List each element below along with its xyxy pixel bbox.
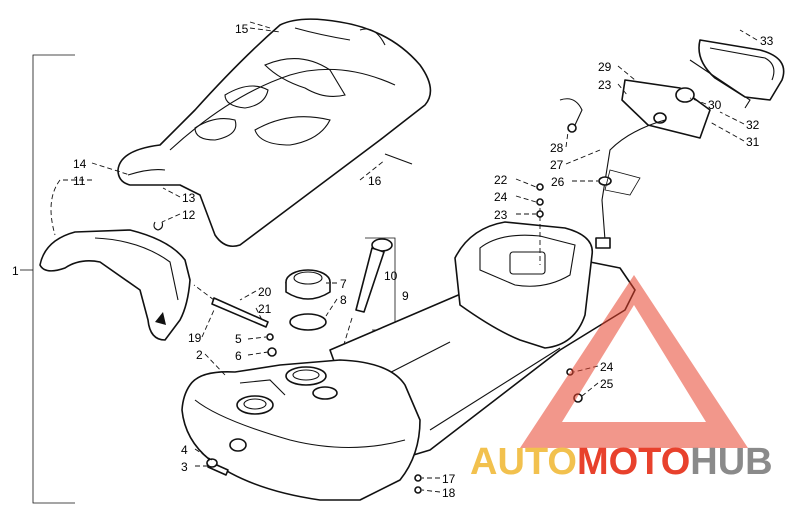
callout-32: 32	[746, 118, 760, 132]
backrest-part	[39, 229, 191, 341]
callout-25: 25	[600, 377, 614, 391]
callout-8: 8	[340, 293, 347, 307]
fuel-tank-part	[181, 359, 421, 501]
drain-plug-part	[206, 458, 229, 476]
callout-28: 28	[550, 141, 564, 155]
callout-4: 4	[181, 443, 188, 457]
callout-29: 29	[598, 60, 612, 74]
callout-15: 15	[235, 22, 249, 36]
callout-18: 18	[442, 486, 456, 500]
callout-23b: 23	[598, 78, 612, 92]
rivet-part-17	[414, 474, 422, 482]
callout-6: 6	[235, 349, 242, 363]
callout-3: 3	[181, 460, 188, 474]
callout-20: 20	[258, 285, 272, 299]
callout-31: 31	[746, 135, 760, 149]
callout-33: 33	[760, 34, 774, 48]
callout-2: 2	[196, 348, 203, 362]
vent-hose-part	[193, 284, 269, 328]
callout-12: 12	[182, 208, 196, 222]
callout-17: 17	[442, 472, 456, 486]
callout-11: 11	[73, 174, 86, 188]
callout-10: 10	[384, 269, 398, 283]
callout-7: 7	[340, 277, 347, 291]
clip-part-12	[153, 221, 164, 231]
washer-part-24	[536, 198, 544, 206]
callout-21: 21	[258, 302, 272, 316]
nut-part-23	[536, 210, 544, 218]
arrow-marker	[155, 312, 166, 325]
callout-labels: 1 2 3 4 5 6 7 8 9 10 11 12 13 14 15 16 1…	[12, 22, 774, 500]
callout-19: 19	[188, 331, 202, 345]
fuel-cap-part	[285, 269, 331, 300]
callout-1: 1	[12, 264, 19, 278]
callout-24b: 24	[600, 360, 614, 374]
callout-16: 16	[368, 174, 382, 188]
washer-part-18	[414, 486, 422, 494]
callout-23a: 23	[494, 208, 508, 222]
callout-5: 5	[235, 332, 242, 346]
storage-box-part	[454, 200, 594, 349]
seat-part	[117, 18, 432, 248]
automotohub-logo: AUTOMOTOHUB	[470, 275, 773, 483]
callout-22: 22	[494, 173, 508, 187]
strap-part-16	[384, 153, 413, 165]
callout-24a: 24	[494, 190, 508, 204]
callout-26: 26	[551, 175, 565, 189]
watermark-triangle-icon	[520, 275, 748, 448]
fastener-part-22	[536, 183, 544, 191]
callout-30: 30	[708, 98, 722, 112]
watermark-text: AUTOMOTOHUB	[470, 441, 773, 483]
callout-13: 13	[182, 191, 196, 205]
gasket-part	[289, 313, 327, 331]
group-bracket-1	[20, 54, 75, 504]
taillight-part	[559, 39, 785, 249]
callout-27: 27	[550, 158, 564, 172]
callout-14: 14	[73, 157, 87, 171]
fastener-part-5	[266, 333, 274, 341]
callout-9: 9	[402, 289, 409, 303]
washer-part-6	[267, 347, 277, 357]
fuel-gauge-part	[329, 238, 393, 391]
